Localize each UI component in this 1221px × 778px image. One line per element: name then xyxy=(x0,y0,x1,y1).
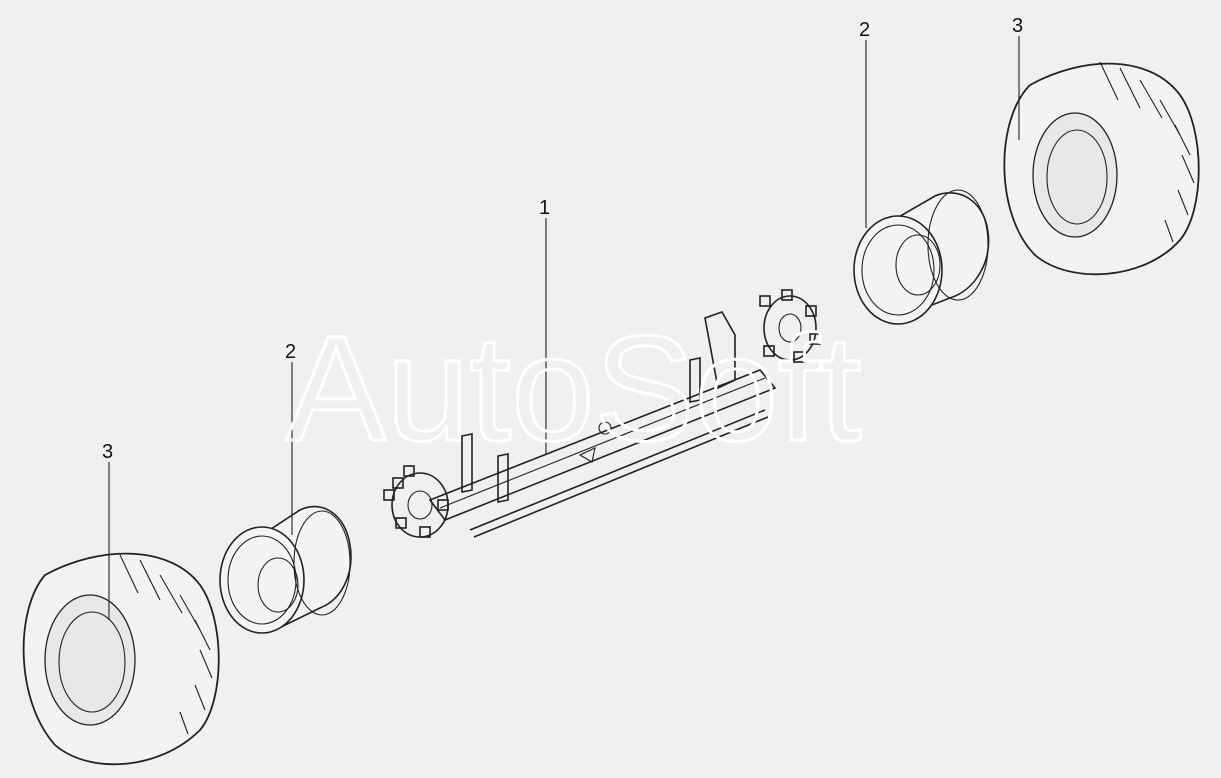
tire-left xyxy=(22,552,220,766)
tread-lugs-right xyxy=(1099,61,1195,243)
right-hub xyxy=(759,289,821,363)
watermark: AutoSoft xyxy=(286,304,861,472)
callout-tire-left: 3 xyxy=(102,441,113,463)
axle-assembly xyxy=(383,289,821,538)
leader-lines xyxy=(108,36,1020,620)
rim-left xyxy=(219,505,352,634)
callout-rim-right: 2 xyxy=(859,19,870,41)
left-hub xyxy=(383,465,449,538)
tire-right xyxy=(1003,61,1200,276)
callout-tire-right: 3 xyxy=(1012,15,1023,37)
callout-rim-left: 2 xyxy=(285,341,296,363)
callout-axle: 1 xyxy=(539,197,550,219)
rim-right xyxy=(853,189,990,325)
tread-lugs-left xyxy=(119,554,213,735)
